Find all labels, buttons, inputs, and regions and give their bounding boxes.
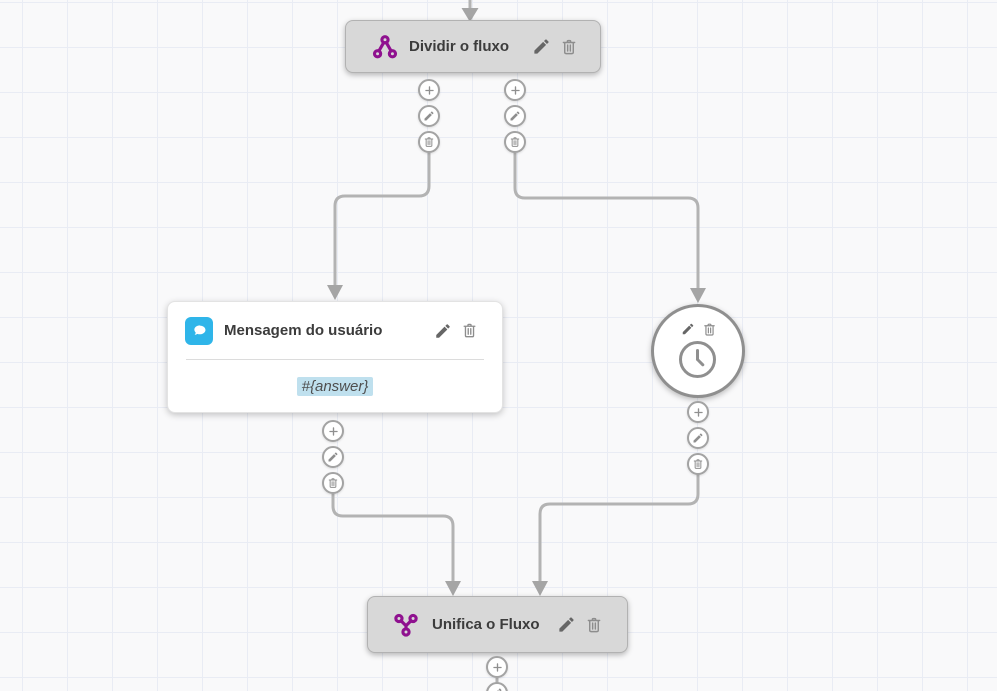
arrowhead-into-split [461,8,479,22]
trash-icon[interactable] [585,616,603,634]
connector-message-to-merge [331,494,455,582]
edit-icon[interactable] [434,322,452,340]
edit-icon[interactable] [532,37,551,56]
pencil-icon [497,688,502,691]
plus-icon [693,407,703,417]
connector-timer-to-merge [538,474,700,582]
plus-icon [492,662,502,672]
delete-connector-button[interactable] [418,131,440,153]
user-message-header: Mensagem do usuário [168,302,502,359]
split-right-connector-actions [504,79,526,153]
connector-split-to-message [333,153,431,286]
edit-connector-button[interactable] [504,105,526,127]
pencil-icon [693,433,703,443]
edit-connector-button[interactable] [418,105,440,127]
trash-icon[interactable] [560,38,578,56]
merge-connector-actions [486,656,508,691]
edit-icon[interactable] [557,615,576,634]
pencil-icon [510,111,520,121]
branch-merge-icon [393,612,419,638]
timer-node[interactable] [651,304,745,398]
add-step-button[interactable] [504,79,526,101]
trash-icon [693,459,703,469]
arrowhead-into-timer [690,288,706,303]
plus-icon [328,426,338,436]
branch-split-icon [372,34,398,60]
edit-connector-button[interactable] [322,446,344,468]
add-step-button[interactable] [418,79,440,101]
delete-connector-button[interactable] [504,131,526,153]
edit-icon[interactable] [681,322,695,336]
merge-node-title: Unifica o Fluxo [432,616,540,633]
delete-connector-button[interactable] [322,472,344,494]
edit-connector-button[interactable] [687,427,709,449]
plus-icon [424,85,434,95]
plus-icon [510,85,520,95]
split-flow-node[interactable]: Dividir o fluxo [345,20,601,73]
pencil-icon [424,111,434,121]
edit-connector-button[interactable] [486,682,508,691]
trash-icon [328,478,338,488]
user-message-node[interactable]: Mensagem do usuário #{answer} [167,301,503,413]
answer-variable-chip: #{answer} [296,376,374,396]
arrowhead-into-merge-right [532,581,548,596]
arrowhead-into-message [327,285,343,300]
delete-connector-button[interactable] [687,453,709,475]
card-divider [186,359,484,360]
add-step-button[interactable] [486,656,508,678]
chat-bubble-icon [185,316,213,345]
trash-icon[interactable] [702,322,717,337]
trash-icon [510,137,520,147]
split-left-connector-actions [418,79,440,153]
user-message-body: #{answer} [168,360,502,412]
message-connector-actions [322,420,344,494]
timer-connector-actions [687,401,709,475]
pencil-icon [328,452,338,462]
add-step-button[interactable] [687,401,709,423]
split-node-title: Dividir o fluxo [409,38,510,55]
arrowhead-into-merge-left [445,581,461,596]
user-message-title: Mensagem do usuário [224,322,383,339]
add-step-button[interactable] [322,420,344,442]
trash-icon [424,137,434,147]
merge-flow-node[interactable]: Unifica o Fluxo [367,596,628,653]
trash-icon[interactable] [461,322,478,339]
clock-icon [679,340,716,378]
connector-split-to-timer [513,153,700,289]
